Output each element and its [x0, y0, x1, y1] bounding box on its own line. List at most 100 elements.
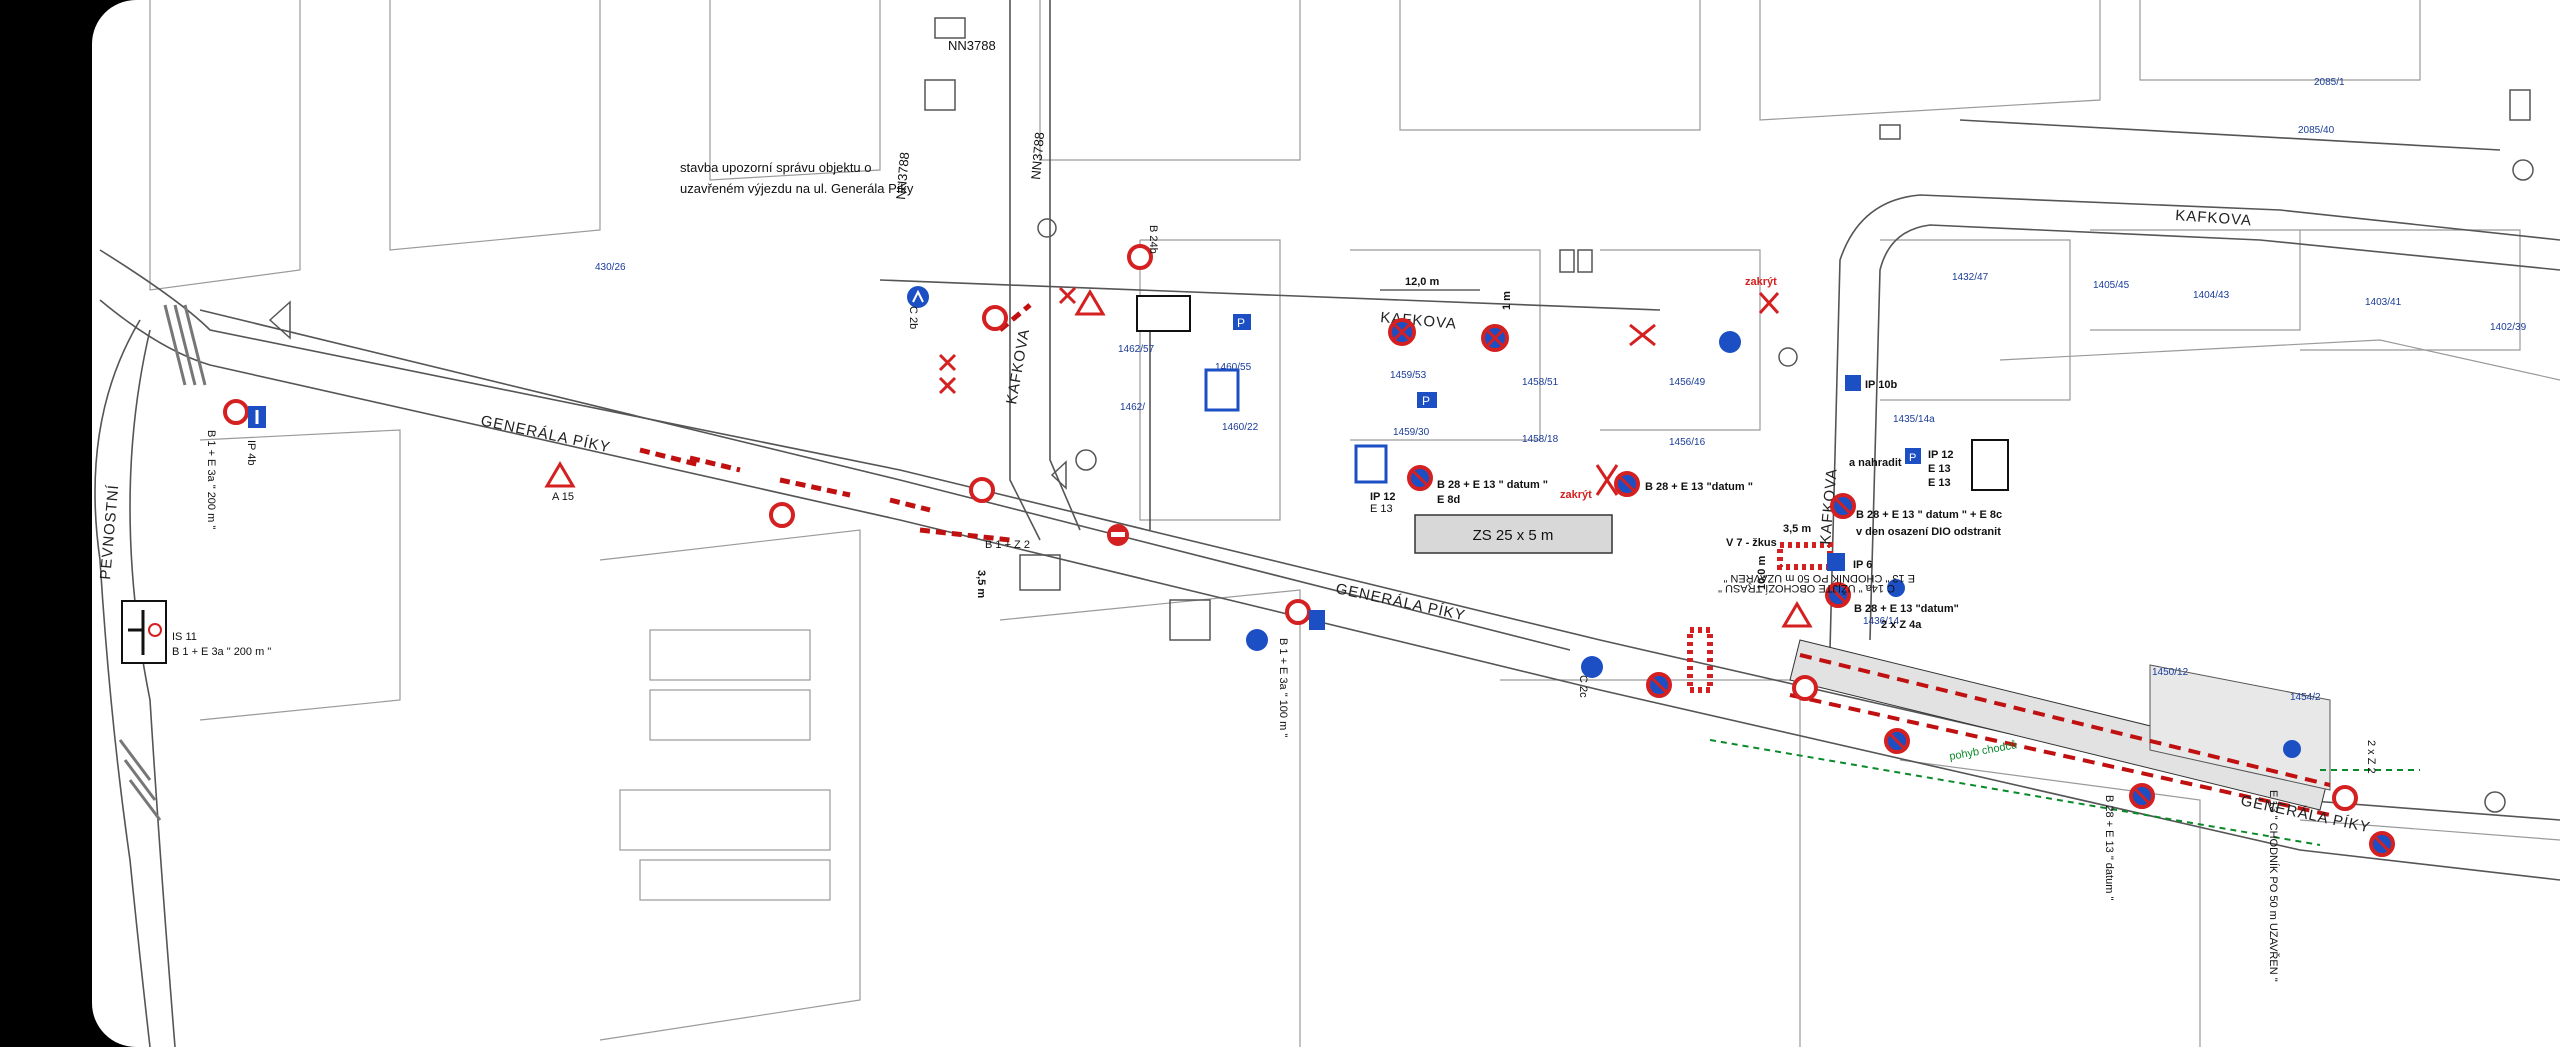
street-label-kafkova-east: KAFKOVA [2175, 207, 2253, 229]
label-c2b: C 2b [907, 306, 919, 329]
parcel-number: 1432/47 [1952, 272, 1989, 283]
one-way-sign-icon [248, 406, 266, 428]
parking-sign-icon: P [1905, 448, 1921, 464]
no-left-turn-sign-icon [769, 502, 795, 528]
mandatory-direction-sign-icon [1719, 331, 1741, 353]
cable-label-2: NN3788 [893, 151, 912, 200]
label-e13c: E 13 [1370, 503, 1393, 515]
parcel-number: 1460/55 [1215, 362, 1252, 373]
no-entry-sign-icon [2332, 785, 2358, 811]
mandatory-direction-sign-icon [1246, 629, 1268, 651]
no-entry-sign-icon [969, 477, 995, 503]
dimension-35m: 3,5 m [975, 570, 987, 598]
dimension-35m-b: 3,5 m [1783, 523, 1811, 535]
removed-sign-icon [1758, 291, 1780, 315]
label-a15: A 15 [552, 491, 574, 503]
utility-symbol-icon [2512, 159, 2534, 181]
svg-text:P: P [1422, 394, 1430, 408]
label-z2x: 2 x Z 2 [2365, 740, 2377, 774]
label-b1-e3a-100: B 1 + E 3a " 100 m " [1277, 638, 1289, 737]
parcel-number: 2085/40 [2298, 125, 2335, 136]
removed-signs [938, 286, 1780, 496]
no-left-turn-sign-icon [1127, 244, 1153, 270]
dimension-12m: 12,0 m [1405, 276, 1439, 288]
label-ip12: IP 12 [1928, 449, 1954, 461]
parcel-number: 1405/45 [2093, 280, 2130, 291]
closure-strip [1687, 542, 2420, 846]
no-stopping-sign-icon [1830, 493, 1856, 519]
is11-direction-sign[interactable]: IS 11 B 1 + E 3a " 200 m " [121, 600, 271, 664]
label-b1-e3a-200: B 1 + E 3a " 200 m " [205, 430, 217, 529]
label-ip12-b: IP 12 [1370, 491, 1396, 503]
no-stopping-sign-icon [2369, 831, 2395, 857]
parcel-number: 1404/43 [2193, 290, 2230, 301]
parcel-number: 1459/30 [1393, 427, 1430, 438]
utility-symbol-icon [2484, 791, 2506, 813]
no-u-turn-sign-icon [1107, 524, 1129, 546]
label-c2c: C 2c [1577, 675, 1589, 698]
label-chodnik-obchod: E 13 " CHODNÍK PO 50 m UZAVŘEN " [2267, 790, 2280, 982]
no-stopping-sign-icon [1646, 672, 1672, 698]
label-b1-z2: B 1 + Z 2 [985, 539, 1030, 551]
label-zakryt: zakrýt [1560, 489, 1592, 501]
utility-symbol-icon [1075, 449, 1097, 471]
utility-symbol-icon [1037, 218, 1057, 238]
parcel-number: 1450/12 [2152, 667, 2189, 678]
warning-signs[interactable] [544, 289, 1813, 628]
no-stopping-sign-icon [2129, 783, 2155, 809]
street-label-pevnostni: PEVNOSTNÍ [97, 484, 122, 581]
zone-label: ZS 25 x 5 m [1473, 527, 1554, 544]
warning-triangle-icon [544, 461, 576, 488]
label-c14a: C 14a " UŽIJTE OBCHOZÍ TRASU " [1718, 582, 1895, 595]
parcel-number: 1458/51 [1522, 377, 1559, 388]
label-e13-chodnik: E 13 " CHODNÍK PO 50 m UZAVŘEN " [1723, 572, 1915, 585]
label-a-nahradit: a nahradit [1849, 457, 1902, 469]
removed-sign-icon [1595, 464, 1619, 496]
removed-sign-icon [1058, 286, 1077, 305]
is11-code: IS 11 [172, 631, 197, 643]
street-label-kafkova-north: KAFKOVA [1817, 467, 1841, 545]
info-sign-icon [1971, 439, 2009, 491]
label-b28-datum-3: B 28 + E 13 "datum" [1854, 603, 1959, 615]
no-stopping-sign-icon [1388, 318, 1416, 346]
no-stopping-sign-icon [1884, 728, 1910, 754]
removed-sign-icon [938, 353, 957, 372]
info-sign-icon [1354, 444, 1388, 484]
construction-zone: ZS 25 x 5 m [1414, 514, 1613, 554]
warning-triangle-icon [1074, 289, 1106, 316]
no-stopping-sign-icon [1614, 471, 1640, 497]
parcel-number: 1435/14a [1893, 414, 1935, 425]
label-e8d: E 8d [1437, 494, 1460, 506]
parcel-number: 1454/2 [2290, 692, 2321, 703]
no-stopping-sign-icon [1825, 582, 1851, 608]
removed-sign-icon [938, 376, 957, 395]
svg-text:P: P [1909, 452, 1916, 464]
svg-text:P: P [1237, 316, 1245, 330]
label-b24b: B 24b [1147, 225, 1159, 254]
traffic-plan-map[interactable]: ZS 25 x 5 m GENERÁLA PÍKY GENERÁLA PÍKY … [92, 0, 2560, 1047]
mandatory-direction-sign-icon [907, 286, 929, 308]
label-b28-e8d: B 28 + E 13 " datum " [1437, 479, 1548, 491]
note-stavba-1: stavba upozorní správu objektu o [680, 160, 872, 175]
parcel-number: 1462/ [1120, 402, 1145, 413]
parcel-number: 1459/53 [1390, 370, 1427, 381]
dimension-1m: 1 m [1501, 291, 1513, 310]
prohibition-signs[interactable] [223, 244, 2395, 857]
street-label-kafkova-west: KAFKOVA [1003, 327, 1033, 406]
no-entry-sign-icon [1285, 599, 1311, 625]
cable-label-3: NN3788 [1028, 131, 1047, 180]
label-ip10b: IP 10b [1865, 379, 1897, 391]
building-outlines [149, 0, 2560, 1047]
info-sign-icon [1136, 295, 1191, 332]
parking-sign-icon: P [1233, 314, 1251, 330]
info-signs[interactable]: P P P [248, 0, 2301, 758]
label-pohyb-chodcu: pohyb chodců [1948, 739, 2018, 763]
mandatory-direction-sign-icon [1581, 656, 1603, 678]
label-zakryt-2: zakrýt [1745, 276, 1777, 288]
crosswalks [118, 304, 207, 821]
is11-text: B 1 + E 3a " 200 m " [172, 646, 271, 658]
label-b28-e8c: B 28 + E 13 " datum " + E 8c [1856, 509, 2002, 521]
map-sheet: ZS 25 x 5 m GENERÁLA PÍKY GENERÁLA PÍKY … [92, 0, 2560, 1047]
label-v7-zkus: V 7 - žkus [1726, 537, 1777, 549]
no-entry-sign-icon [982, 305, 1008, 331]
